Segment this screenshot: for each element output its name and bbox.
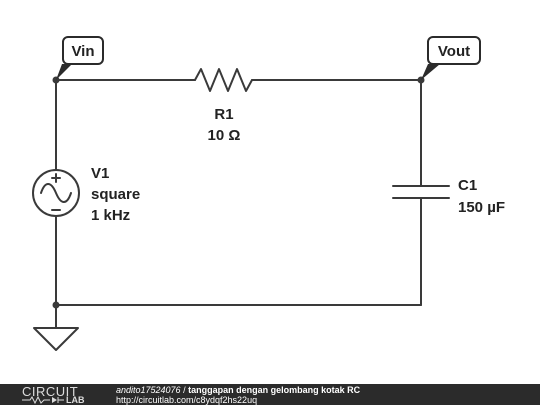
source-v1-waveform: square xyxy=(91,186,140,203)
resistor-r1-value: 10 Ω xyxy=(208,127,241,144)
source-v1-frequency: 1 kHz xyxy=(91,207,130,224)
node-label-vin[interactable]: Vin xyxy=(56,36,104,80)
circuitlab-logo[interactable]: CIRCUIT LAB xyxy=(22,384,102,405)
node-label-vout-text: Vout xyxy=(438,43,470,60)
junction-dot xyxy=(52,301,60,309)
circuit-schematic: Vin Vout R1 10 Ω V1 square 1 kHz C1 150 … xyxy=(32,36,505,351)
node-pointer xyxy=(421,64,440,80)
node-label-box xyxy=(427,36,481,65)
ground-icon xyxy=(33,327,79,351)
node-label-vout[interactable]: Vout xyxy=(421,36,481,80)
node-label-box xyxy=(62,36,104,65)
logo-text-bottom: LAB xyxy=(66,395,85,405)
author-name[interactable]: andito17524076 xyxy=(116,385,181,395)
circuit-title[interactable]: tanggapan dengan gelombang kotak RC xyxy=(188,385,361,395)
source-v1-name: V1 xyxy=(91,165,109,182)
sine-wave-icon xyxy=(40,183,72,203)
logo-text-top: CIRCUIT xyxy=(22,384,79,399)
capacitor-c1-name: C1 xyxy=(458,177,477,194)
logo-resistor-icon xyxy=(22,396,64,404)
circuit-url[interactable]: http://circuitlab.com/c8ydqf2hs22uq xyxy=(116,395,258,405)
capacitor-c1-value: 150 µF xyxy=(458,199,505,216)
footer-bar: CIRCUIT LAB andito17524076 / tanggapan d… xyxy=(0,384,540,405)
title-separator: / xyxy=(180,385,189,395)
resistor-r1 xyxy=(194,68,253,92)
credit-block: andito17524076 / tanggapan dengan gelomb… xyxy=(116,385,360,405)
resistor-r1-name: R1 xyxy=(214,106,233,123)
node-pointer xyxy=(56,64,72,80)
node-label-vin-text: Vin xyxy=(71,43,94,60)
